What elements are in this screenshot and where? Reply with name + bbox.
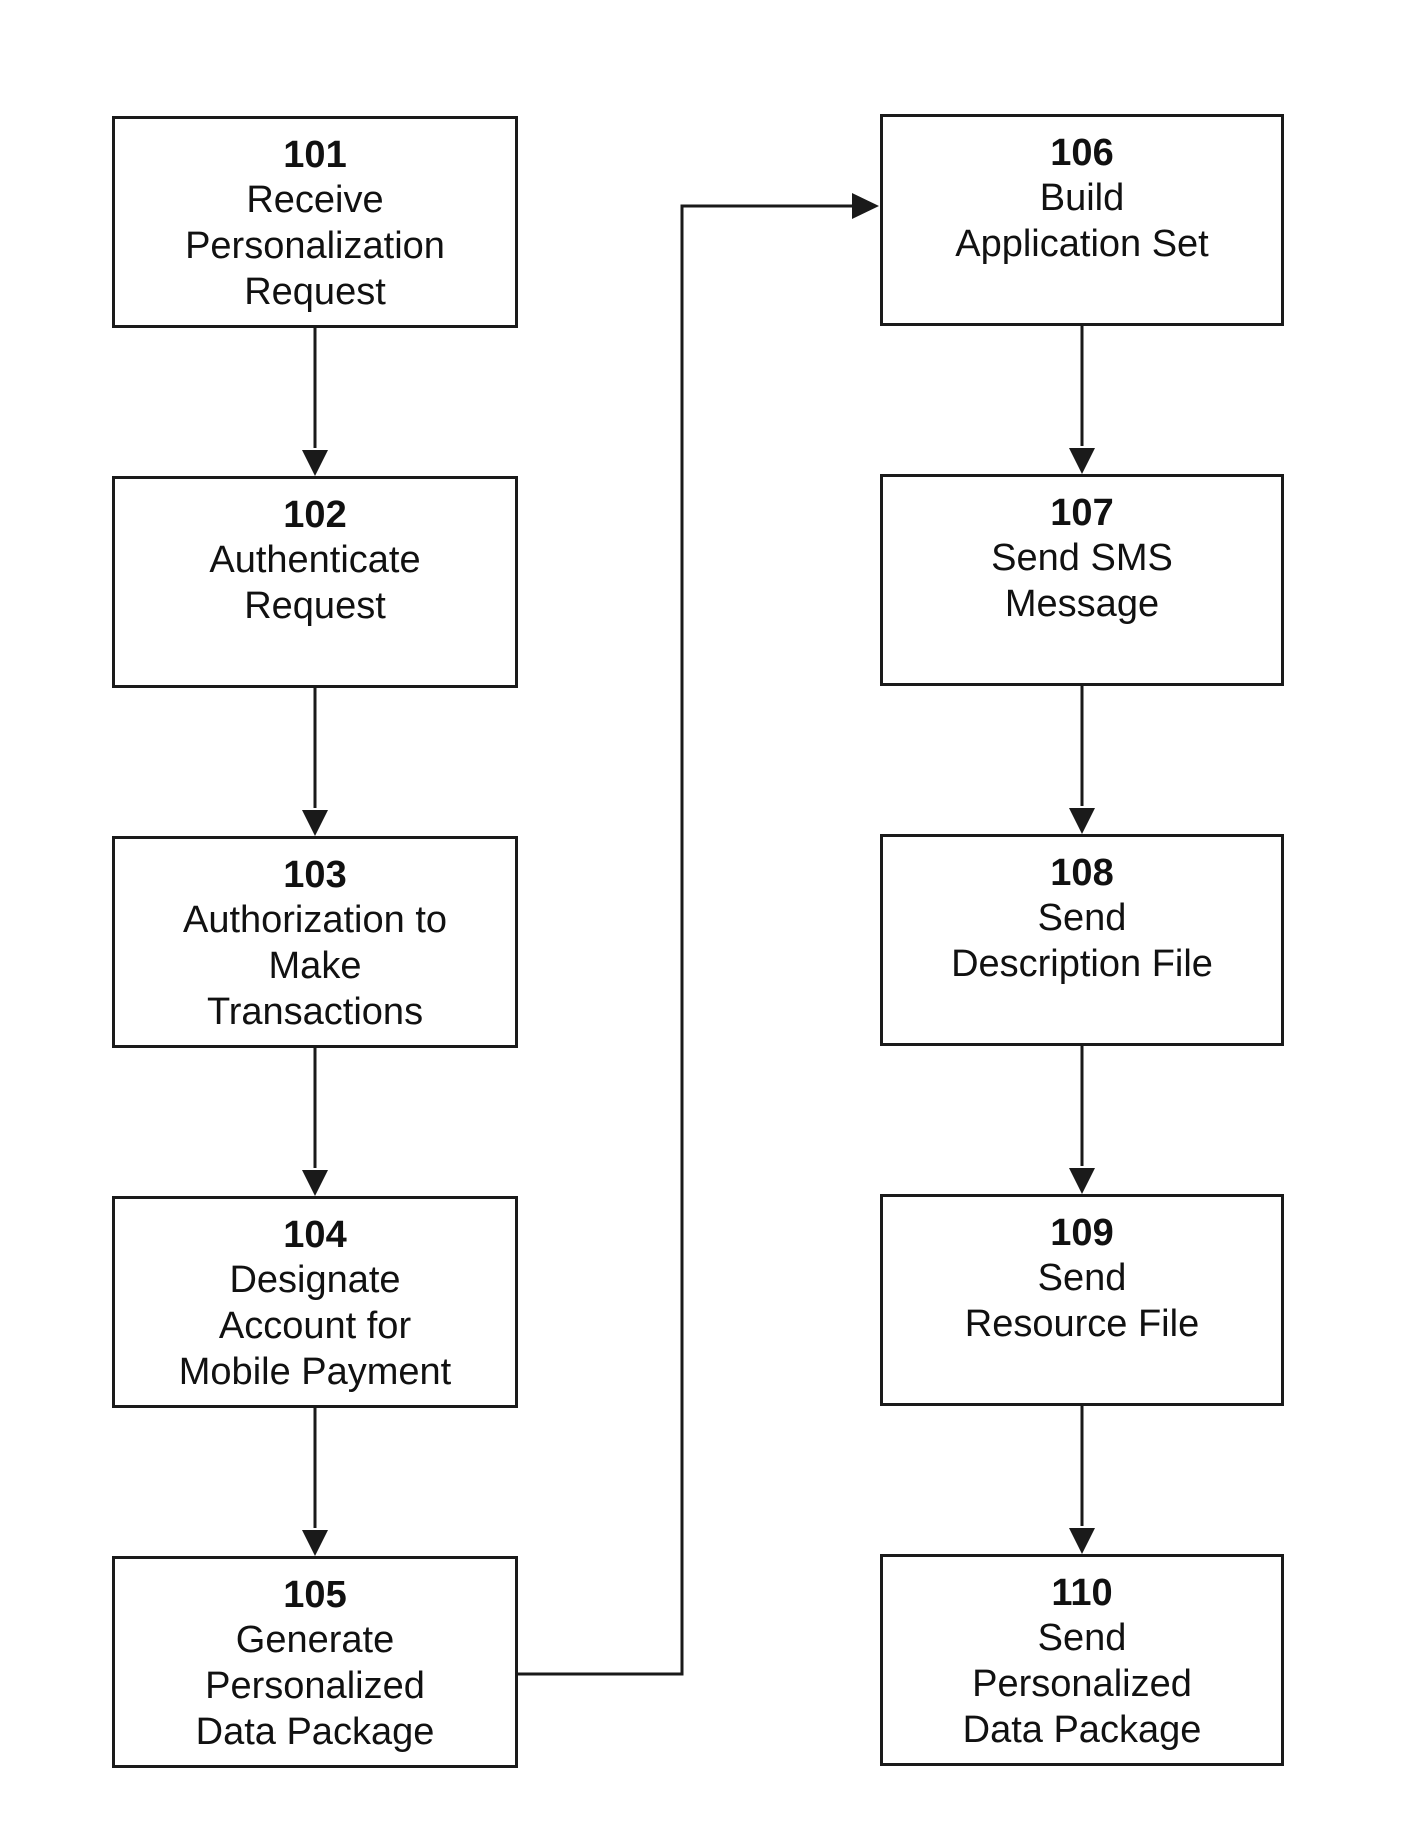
arrowhead-108 (1069, 808, 1095, 834)
step-number: 103 (283, 853, 346, 897)
step-label-line: Authorization to (183, 897, 447, 943)
step-number: 101 (283, 133, 346, 177)
step-number: 107 (1050, 491, 1113, 535)
step-label-line: Send (1038, 895, 1127, 941)
step-label-line: Request (244, 269, 386, 315)
step-number: 110 (1051, 1571, 1112, 1615)
step-label-line: Message (1005, 581, 1159, 627)
step-106-box: 106 Build Application Set (880, 114, 1284, 326)
step-103-box: 103 Authorization to Make Transactions (112, 836, 518, 1048)
arrowhead-106 (852, 193, 879, 219)
arrowhead-110 (1069, 1528, 1095, 1554)
step-label-line: Transactions (207, 989, 423, 1035)
step-label-line: Designate (229, 1257, 400, 1303)
step-label-line: Mobile Payment (179, 1349, 451, 1395)
step-number: 104 (283, 1213, 346, 1257)
step-label-line: Send (1038, 1615, 1127, 1661)
arrow-105-106 (518, 206, 852, 1674)
step-label-line: Data Package (963, 1707, 1202, 1753)
step-label-line: Build (1040, 175, 1125, 221)
step-number: 109 (1050, 1211, 1113, 1255)
step-label-line: Make (269, 943, 362, 989)
step-label-line: Personalized (205, 1663, 425, 1709)
step-label-line: Resource File (965, 1301, 1199, 1347)
step-102-box: 102 Authenticate Request (112, 476, 518, 688)
step-label-line: Request (244, 583, 386, 629)
arrowhead-103 (302, 810, 328, 836)
step-101-box: 101 Receive Personalization Request (112, 116, 518, 328)
step-108-box: 108 Send Description File (880, 834, 1284, 1046)
step-110-box: 110 Send Personalized Data Package (880, 1554, 1284, 1766)
step-label-line: Personalization (185, 223, 445, 269)
step-label-line: Send SMS (991, 535, 1173, 581)
step-label-line: Send (1038, 1255, 1127, 1301)
step-label-line: Authenticate (209, 537, 420, 583)
step-label-line: Account for (219, 1303, 411, 1349)
step-label-line: Description File (951, 941, 1213, 987)
step-label-line: Generate (236, 1617, 394, 1663)
step-105-box: 105 Generate Personalized Data Package (112, 1556, 518, 1768)
arrowhead-107 (1069, 448, 1095, 474)
step-number: 108 (1050, 851, 1113, 895)
arrowhead-102 (302, 450, 328, 476)
step-label-line: Personalized (972, 1661, 1192, 1707)
step-109-box: 109 Send Resource File (880, 1194, 1284, 1406)
step-number: 106 (1050, 131, 1113, 175)
arrowhead-105 (302, 1530, 328, 1556)
step-label-line: Receive (246, 177, 383, 223)
step-104-box: 104 Designate Account for Mobile Payment (112, 1196, 518, 1408)
arrowhead-104 (302, 1170, 328, 1196)
step-label-line: Data Package (196, 1709, 435, 1755)
arrowhead-109 (1069, 1168, 1095, 1194)
step-label-line: Application Set (955, 221, 1209, 267)
step-number: 105 (283, 1573, 346, 1617)
step-107-box: 107 Send SMS Message (880, 474, 1284, 686)
step-number: 102 (283, 493, 346, 537)
